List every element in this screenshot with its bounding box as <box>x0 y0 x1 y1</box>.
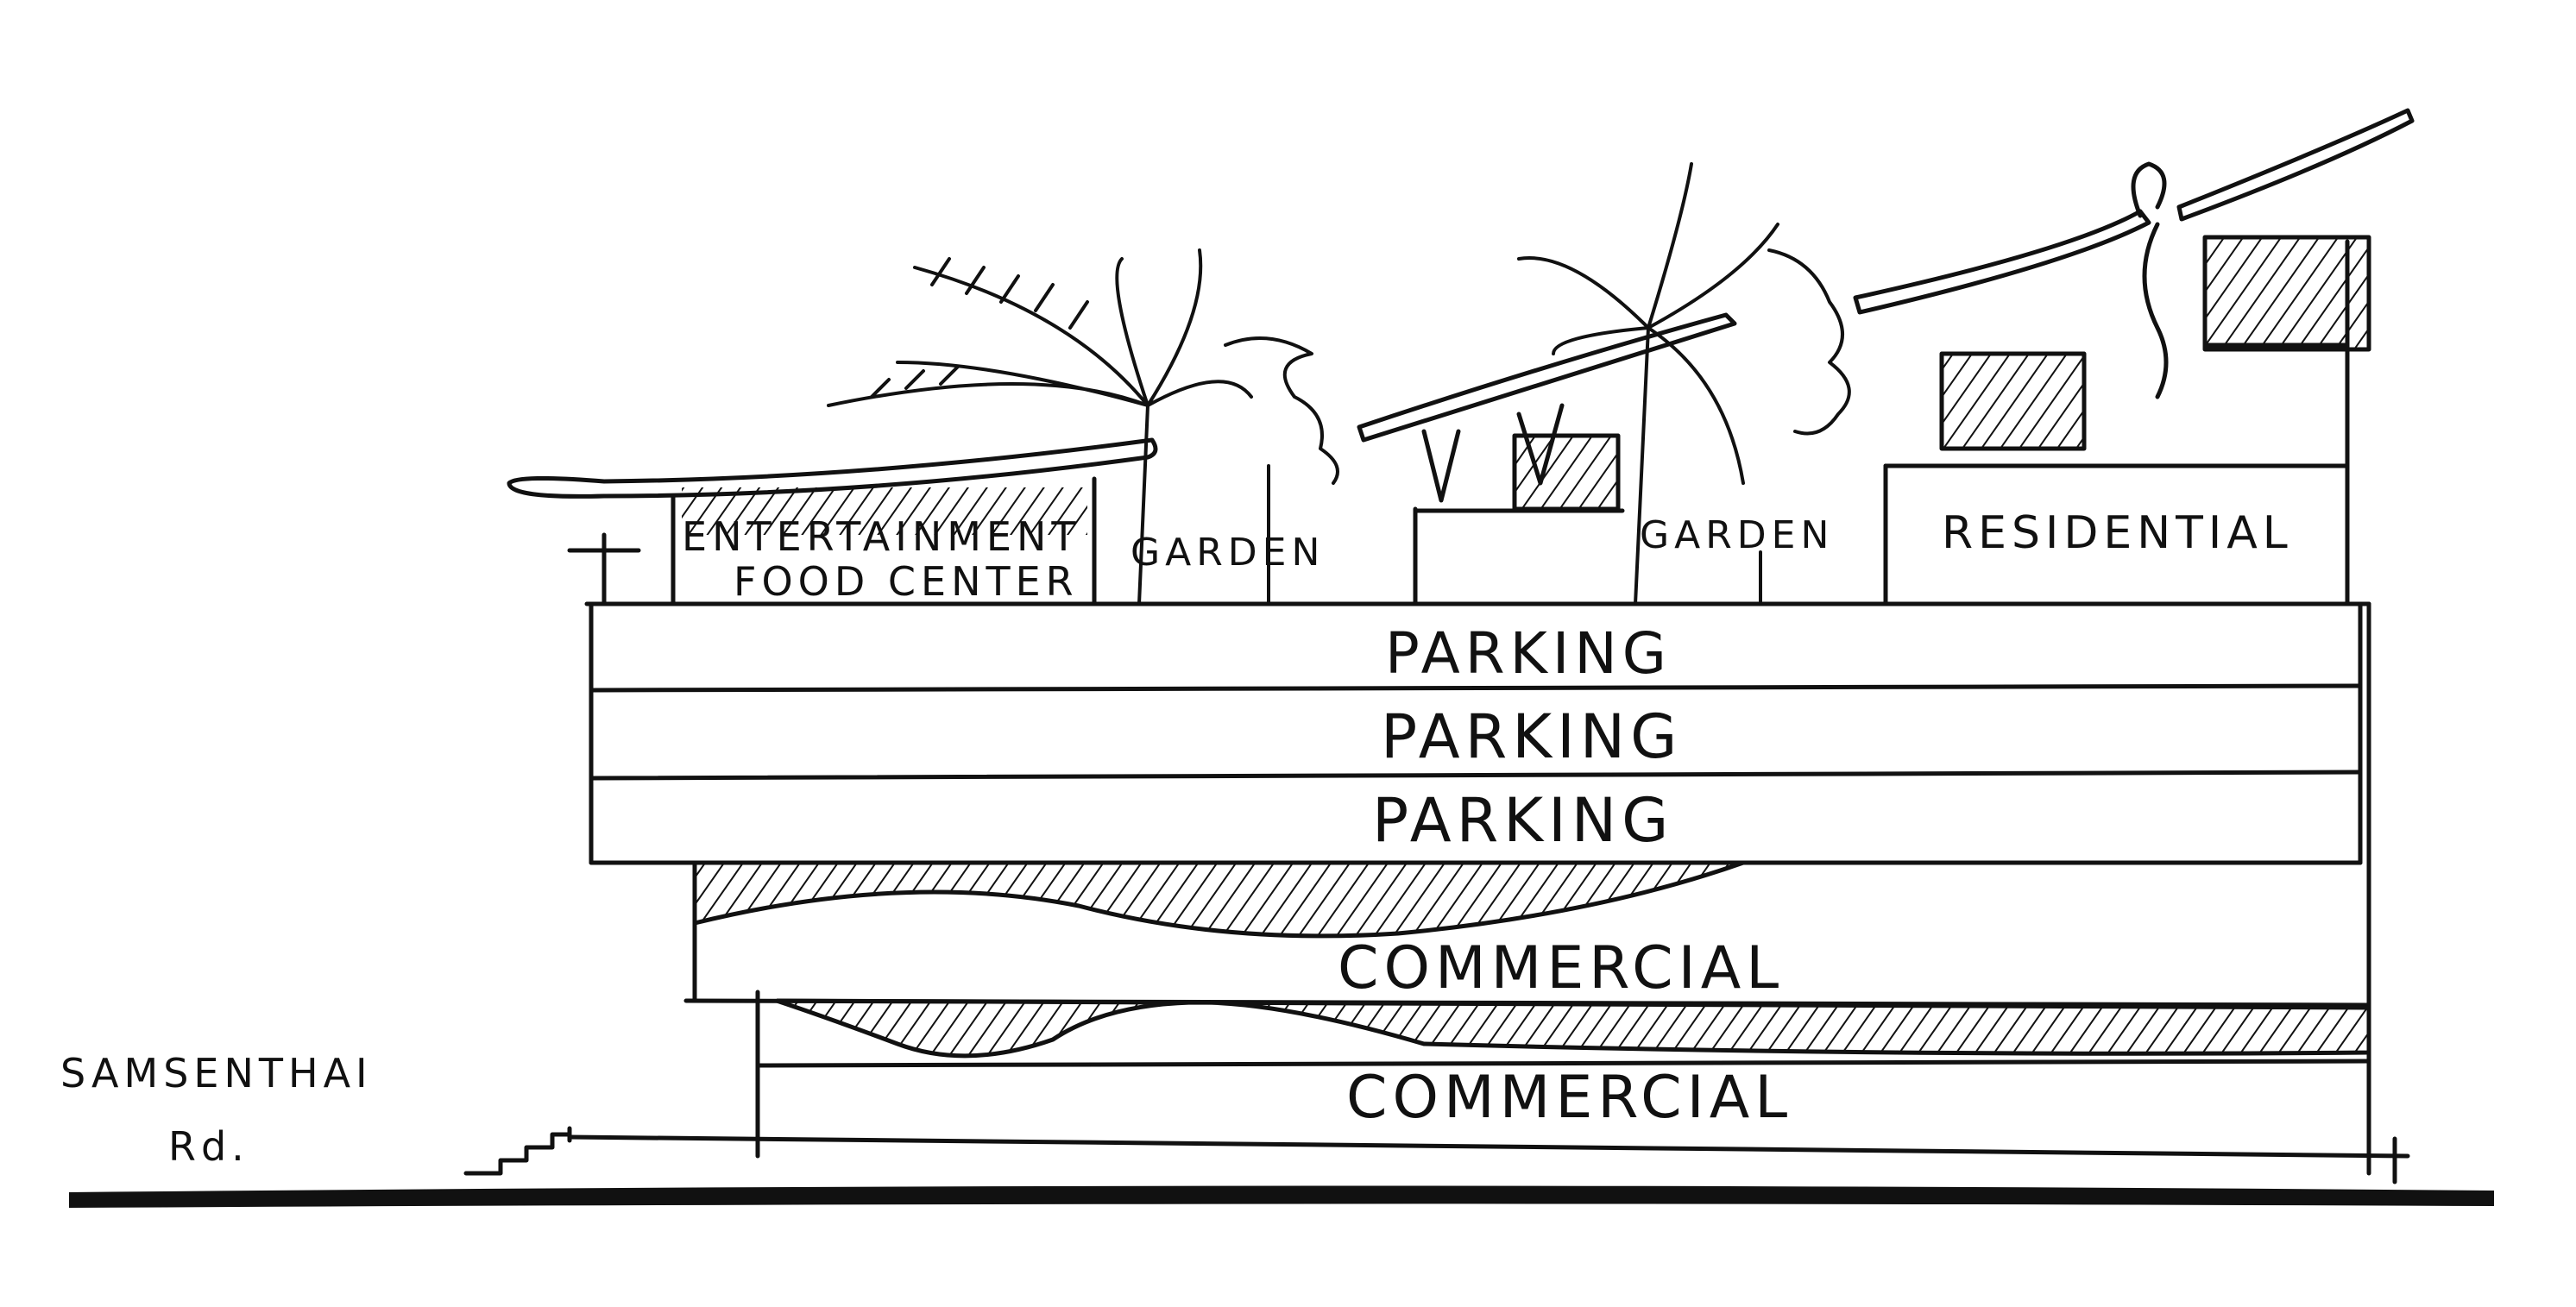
commercial-lower-label: COMMERCIAL <box>1346 1064 1792 1132</box>
palm-tree-right <box>1517 162 1851 606</box>
garden-left-label: GARDEN <box>1131 531 1325 575</box>
food-center-label: FOOD CENTER <box>734 558 1079 605</box>
garden-right-label: GARDEN <box>1640 513 1834 557</box>
entertainment-label: ENTERTAINMENT <box>682 513 1081 560</box>
ground-line <box>69 1185 2494 1208</box>
parking-level-1-label: PARKING <box>1385 620 1672 687</box>
parking-level-3-label: PARKING <box>1372 785 1673 856</box>
residential-label: RESIDENTIAL <box>1942 507 2293 559</box>
commercial-upper-label: COMMERCIAL <box>1338 934 1784 1002</box>
commercial-lower-slab <box>776 998 2371 1059</box>
entertainment-pavilion <box>507 437 1158 606</box>
palm-tree-left <box>827 248 1339 606</box>
entrance-steps <box>463 1126 572 1176</box>
road-abbrev-label: Rd. <box>168 1123 249 1170</box>
garden-pavilion <box>1357 312 1737 606</box>
parking-level-2-label: PARKING <box>1381 701 1682 772</box>
road-name-label: SAMSENTHAI <box>60 1050 373 1096</box>
residential-block <box>1853 108 2415 606</box>
commercial-upper-slab <box>692 860 1744 939</box>
